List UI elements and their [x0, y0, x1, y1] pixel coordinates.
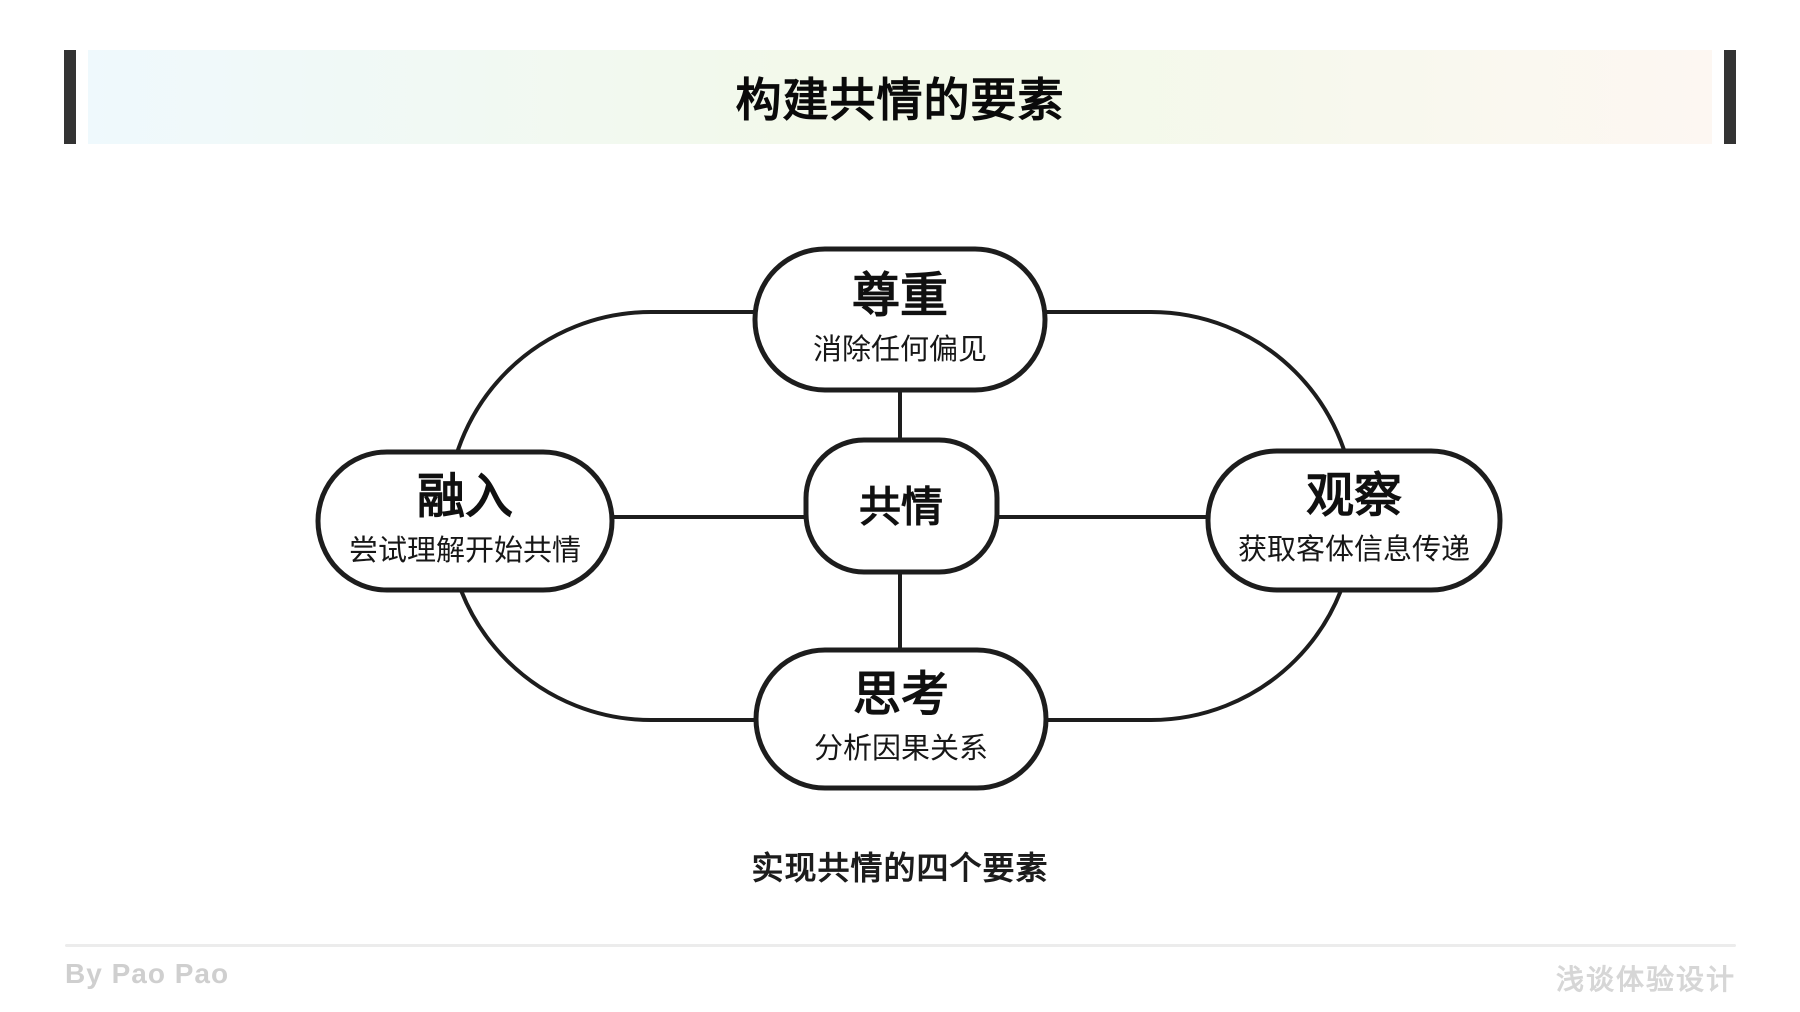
node-integrate: 融入 尝试理解开始共情 [315, 449, 615, 593]
header-panel: 构建共情的要素 [88, 50, 1712, 144]
node-observe-subtitle: 获取客体信息传递 [1238, 533, 1470, 566]
node-empathy-title: 共情 [859, 484, 943, 531]
node-integrate-title: 融入 [417, 471, 513, 524]
node-empathy: 共情 [803, 437, 1000, 575]
node-observe: 观察 获取客体信息传递 [1205, 448, 1503, 593]
node-respect: 尊重 消除任何偏见 [752, 246, 1048, 393]
node-empathy-shape [803, 437, 1000, 575]
node-respect-subtitle: 消除任何偏见 [813, 333, 987, 366]
header-left-bar [64, 50, 76, 144]
diagram-caption: 实现共情的四个要素 [751, 850, 1049, 886]
node-observe-shape [1205, 448, 1503, 593]
node-think-shape [753, 647, 1049, 791]
footer-divider [65, 944, 1736, 947]
node-respect-shape [752, 246, 1048, 393]
node-think-subtitle: 分析因果关系 [814, 732, 988, 765]
node-respect-title: 尊重 [852, 270, 948, 323]
node-integrate-shape [315, 449, 615, 593]
node-think-title: 思考 [853, 669, 949, 722]
node-observe-title: 观察 [1306, 470, 1402, 523]
node-think: 思考 分析因果关系 [753, 647, 1049, 791]
footer-brand: 浅谈体验设计 [1555, 964, 1736, 995]
footer-author: By Pao Pao [65, 958, 230, 989]
page-title: 构建共情的要素 [735, 74, 1065, 126]
header-right-bar [1724, 50, 1736, 144]
node-integrate-subtitle: 尝试理解开始共情 [349, 534, 581, 567]
